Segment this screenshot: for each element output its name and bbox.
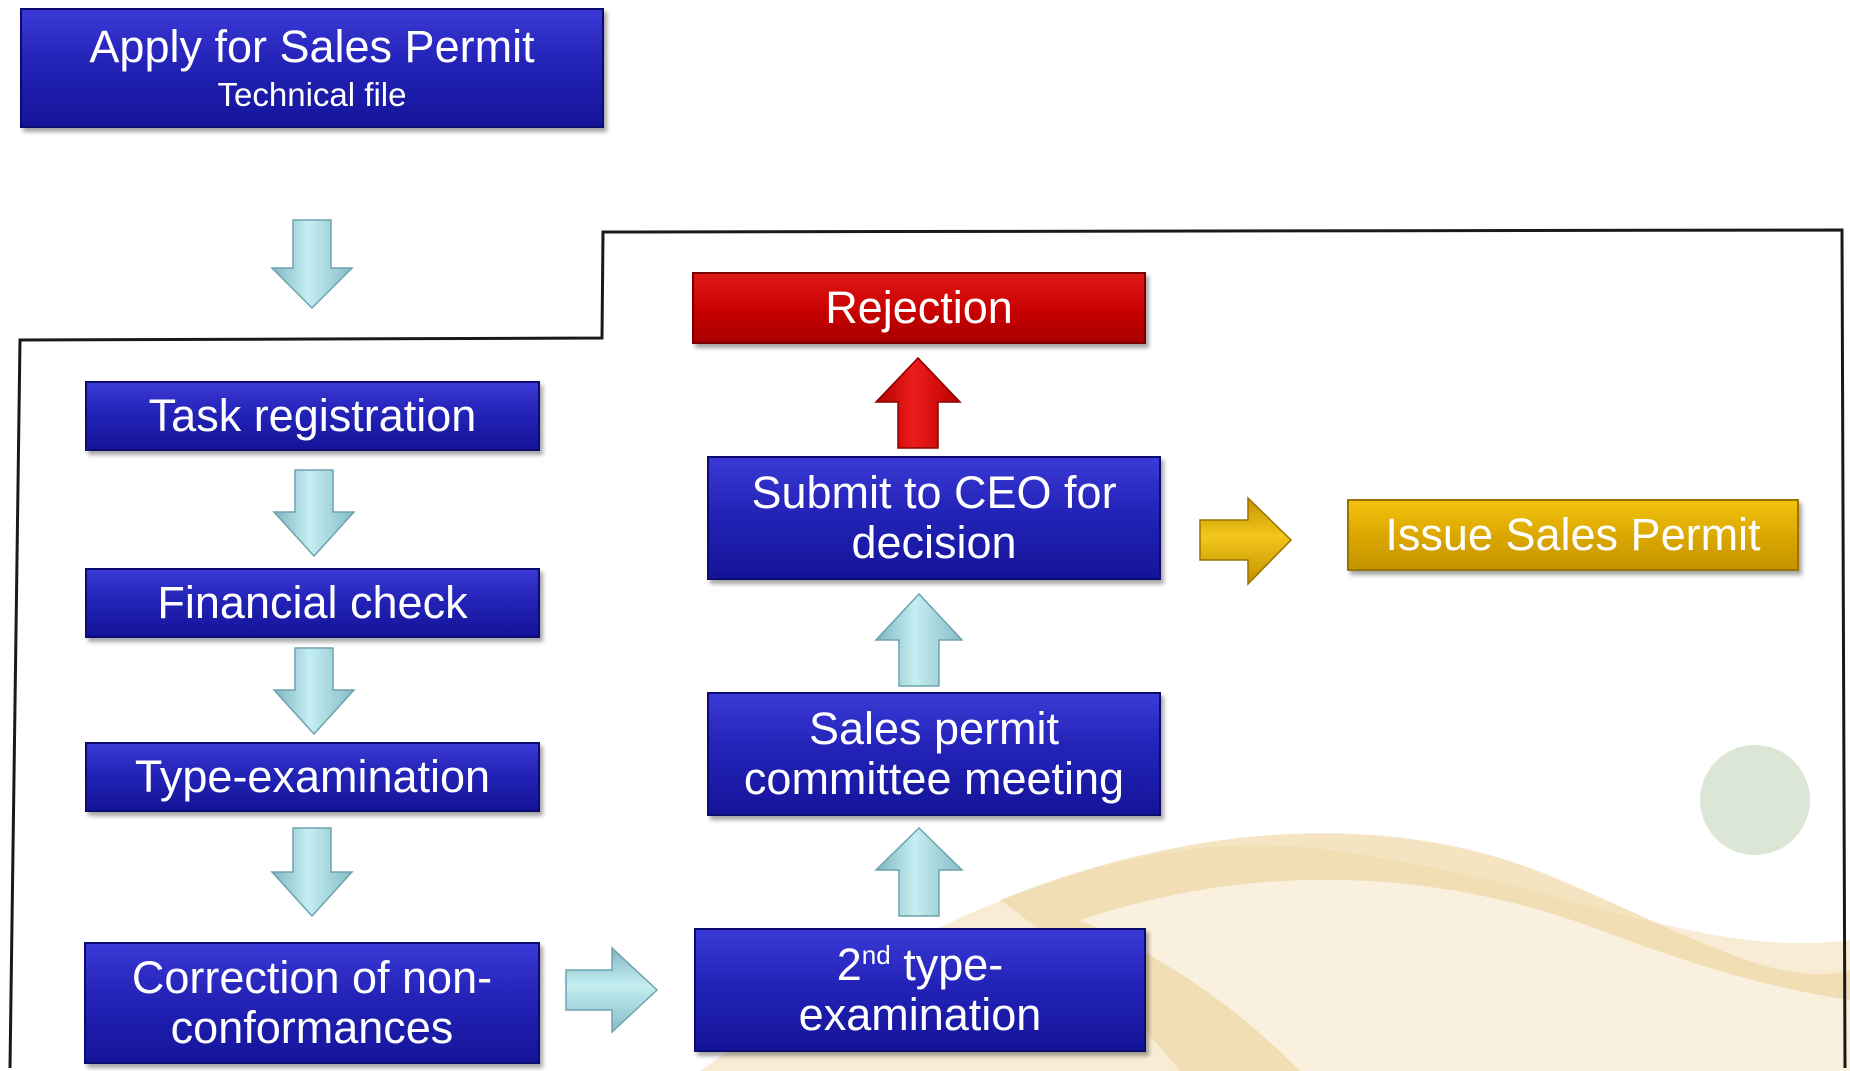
correction-box: Correction of non-conformances — [84, 942, 540, 1064]
arrow-down-icon — [270, 219, 354, 310]
type-examination-label: Type-examination — [134, 750, 491, 802]
arrow-right-icon — [1199, 496, 1293, 586]
task-registration-box: Task registration — [85, 381, 540, 451]
second-exam-number: 2 — [836, 938, 862, 990]
submit-to-ceo-box: Submit to CEO for decision — [707, 456, 1161, 580]
second-exam-rest: type-examination — [798, 938, 1042, 1040]
arrow-down-icon — [272, 469, 356, 558]
committee-meeting-label: Sales permit committee meeting — [743, 702, 1125, 804]
second-exam-ordinal: nd — [861, 939, 891, 970]
issue-sales-permit-label: Issue Sales Permit — [1385, 508, 1761, 560]
apply-for-sales-permit-box: Apply for Sales Permit Technical file — [20, 8, 604, 128]
arrow-up-icon — [874, 826, 964, 917]
second-type-examination-box: 2nd type-examination — [694, 928, 1146, 1052]
issue-sales-permit-box: Issue Sales Permit — [1347, 499, 1799, 571]
decorative-wave-white — [1080, 879, 1850, 1071]
committee-meeting-box: Sales permit committee meeting — [707, 692, 1161, 816]
arrow-up-icon — [874, 592, 964, 687]
apply-subtitle: Technical file — [217, 75, 407, 113]
apply-title: Apply for Sales Permit — [89, 21, 535, 73]
arrow-right-icon — [565, 946, 659, 1034]
correction-label: Correction of non-conformances — [131, 951, 493, 1053]
rejection-box: Rejection — [692, 272, 1146, 344]
type-examination-box: Type-examination — [85, 742, 540, 812]
arrow-down-icon — [270, 827, 354, 918]
submit-to-ceo-label: Submit to CEO for decision — [751, 466, 1117, 568]
arrow-down-icon — [272, 647, 356, 736]
second-type-examination-label: 2nd type-examination — [756, 938, 1084, 1041]
rejection-label: Rejection — [825, 281, 1013, 333]
financial-check-label: Financial check — [157, 576, 468, 628]
financial-check-box: Financial check — [85, 568, 540, 638]
task-registration-label: Task registration — [148, 389, 477, 441]
arrow-up-icon — [874, 356, 962, 449]
decorative-circle — [1700, 745, 1810, 855]
